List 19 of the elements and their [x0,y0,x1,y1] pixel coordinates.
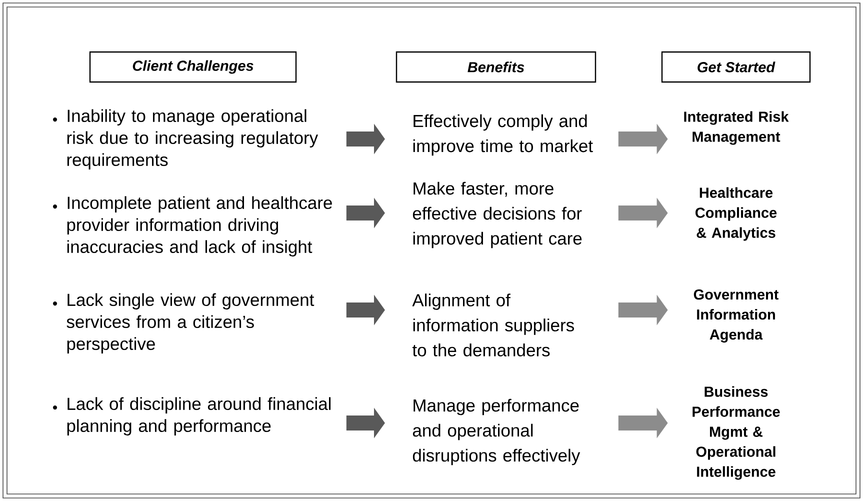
bullet: • [52,118,58,122]
challenge-text: Lack of discipline around financial planning and performance [67,397,331,436]
benefit-text: Effectively comply and improve time to market [413,114,593,156]
bullet: • [52,204,58,209]
solution-text: Government Information Agenda [694,289,779,343]
solution-text: Healthcare Compliance & Analytics [696,187,777,241]
challenge-text: Incomplete patient and healthcare provider information driving inaccuracies and lack of insight [67,196,332,257]
bullet: • [52,406,58,410]
benefit-text: Manage performance and operational disruptions effectively [412,398,580,466]
header-box: Benefits [396,51,596,83]
benefit-text: Make faster, more effective decisions for improved patient care [412,182,582,248]
solution-text: Integrated Risk Management [684,111,789,145]
header-box: Get Started [661,51,811,83]
solution-text: Business Performance Mgmt & Operational Intelligence [692,386,780,480]
bullet: • [52,302,58,306]
challenge-text: Lack single view of government services from a citizen’s perspective [66,293,314,354]
challenge-text: Inability to manage operational risk due to increasing regulatory requirements [67,109,318,170]
benefit-text: Alignment of information suppliers to the demanders [412,294,574,356]
header-box: Client Challenges [89,51,297,83]
